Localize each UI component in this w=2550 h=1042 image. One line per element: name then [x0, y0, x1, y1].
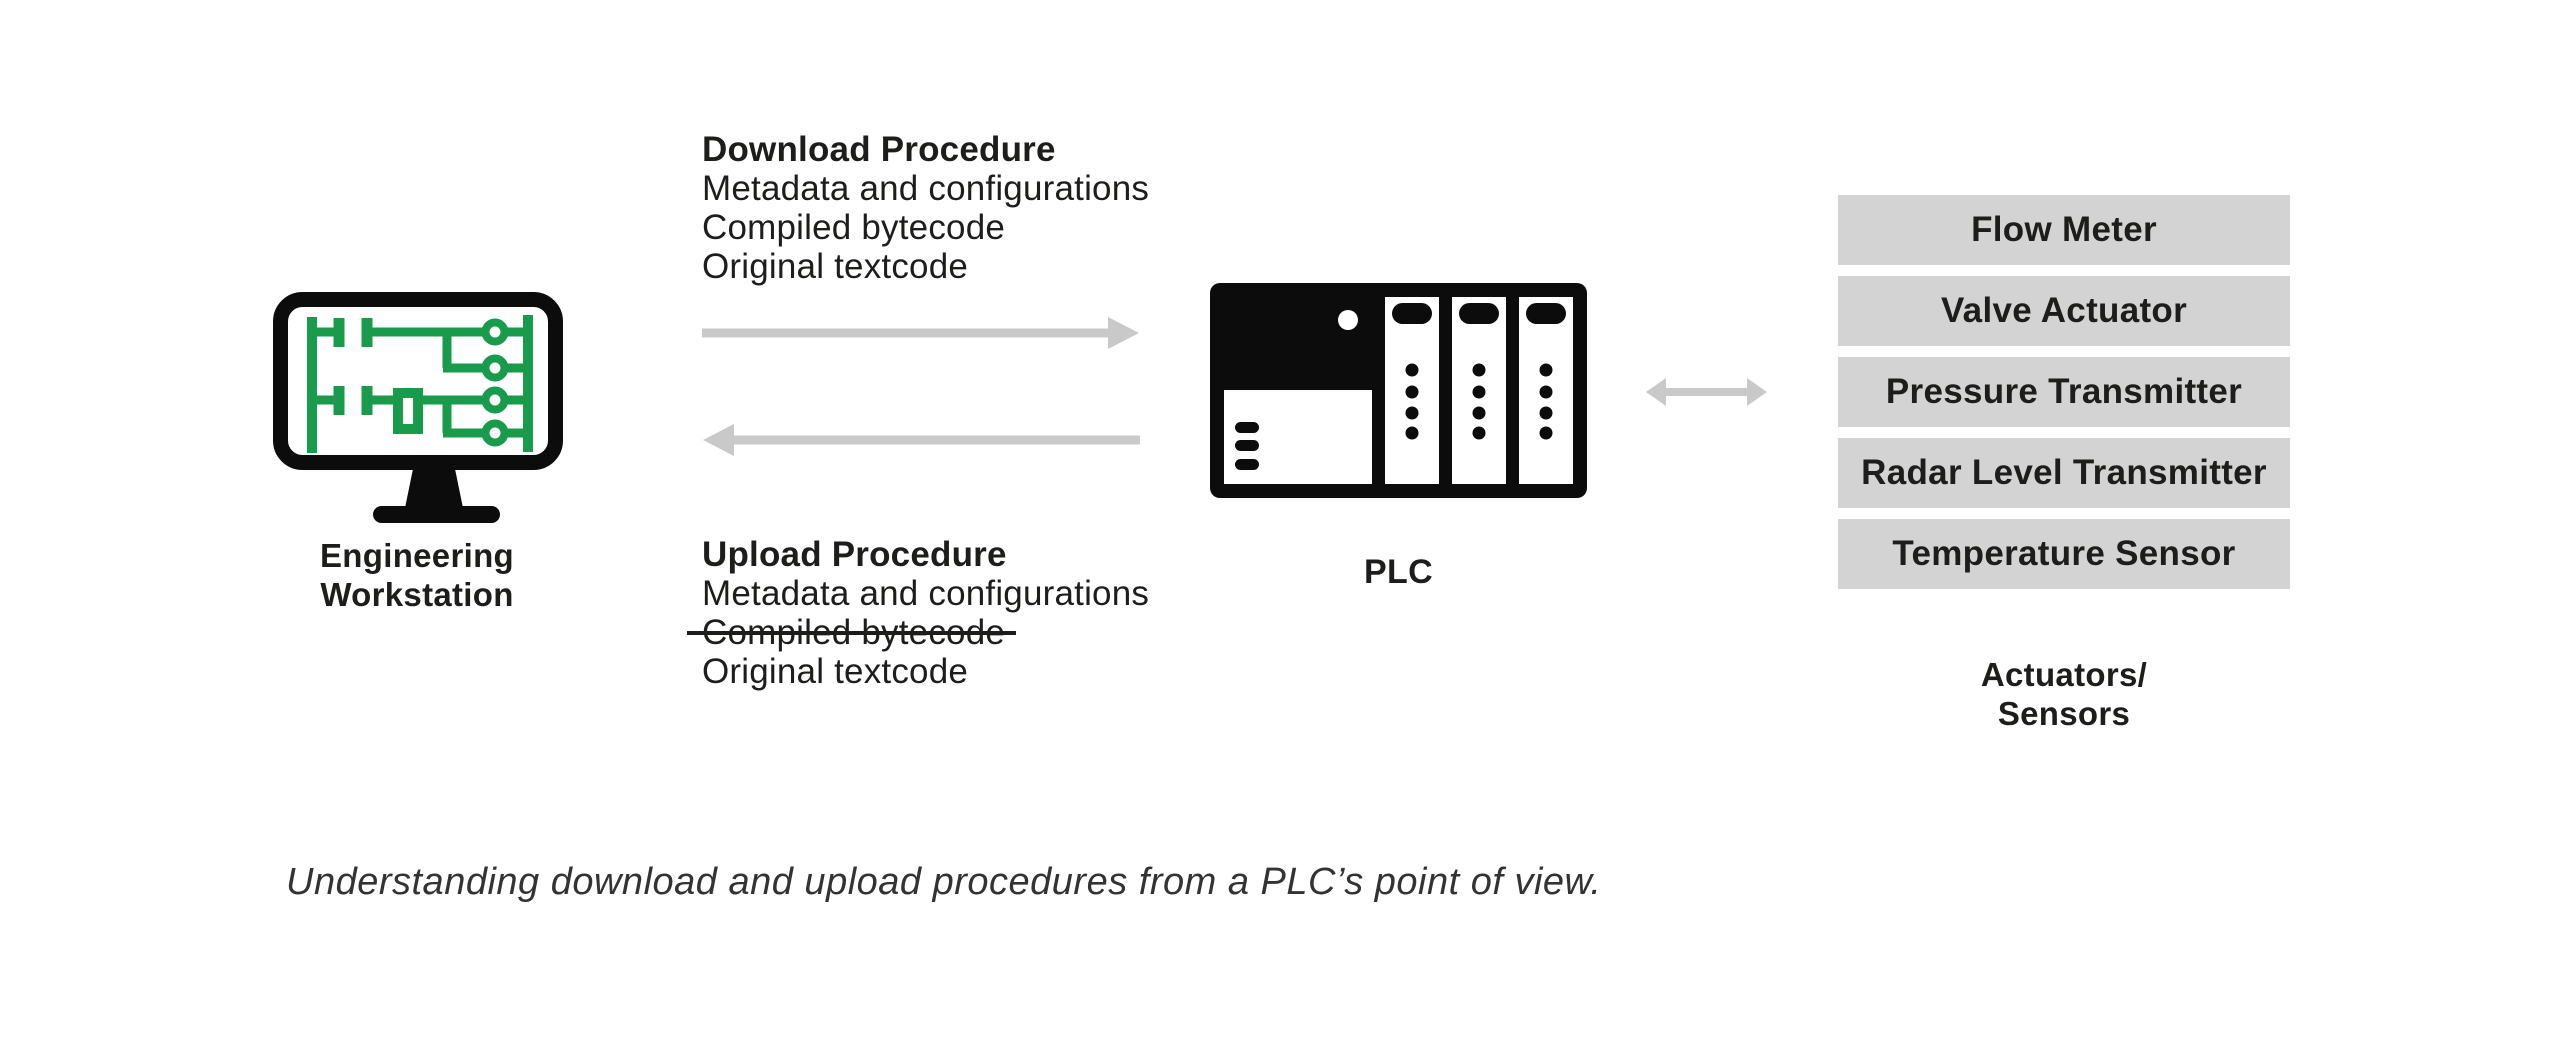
download-arrow-icon [702, 317, 1139, 349]
upload-item-struck: Compiled bytecode [686, 613, 1149, 652]
workstation-label-line2: Workstation [320, 576, 514, 613]
upload-procedure-title: Upload Procedure [702, 535, 1007, 574]
device-box-temperature-sensor: Temperature Sensor [1838, 519, 2290, 589]
monitor-frame [273, 292, 563, 470]
device-box-valve-actuator: Valve Actuator [1838, 276, 2290, 346]
upload-item: Original textcode [702, 652, 969, 691]
download-item: Compiled bytecode [702, 208, 1006, 247]
download-item: Original textcode [702, 247, 969, 286]
ladder-logic-icon [307, 315, 533, 453]
actuators-sensors-label: Actuators/ Sensors [1838, 655, 2290, 733]
strikethrough-text: Compiled bytecode [686, 613, 1017, 652]
upload-procedure-block: Upload Procedure Metadata and configurat… [686, 535, 1150, 691]
bidirectional-arrow-icon [1646, 378, 1767, 406]
workstation-label-line1: Engineering [320, 537, 514, 574]
workstation-label: Engineering Workstation [267, 536, 567, 614]
download-procedure-title: Download Procedure [702, 130, 1056, 169]
actuators-sensors-label-line1: Actuators/ [1980, 656, 2148, 693]
plc-status-light [1338, 310, 1358, 330]
upload-arrow-icon [703, 424, 1140, 456]
device-box-flow-meter: Flow Meter [1838, 195, 2290, 265]
download-procedure-block: Download Procedure Metadata and configur… [702, 130, 1149, 286]
device-box-radar-level-transmitter: Radar Level Transmitter [1838, 438, 2290, 508]
plc-vents [1235, 422, 1259, 470]
plc-io-modules [1385, 297, 1573, 484]
engineering-workstation-icon [273, 292, 563, 523]
figure-caption: Understanding download and upload proced… [286, 861, 1602, 903]
monitor-base [373, 506, 500, 523]
monitor-stand [405, 464, 463, 508]
device-list: Flow Meter Valve Actuator Pressure Trans… [1838, 195, 2290, 600]
download-item: Metadata and configurations [702, 169, 1150, 208]
upload-item: Metadata and configurations [702, 574, 1150, 613]
plc-label: PLC [1364, 553, 1433, 591]
actuators-sensors-label-line2: Sensors [1997, 695, 2131, 732]
plc-icon [1210, 283, 1587, 498]
device-box-pressure-transmitter: Pressure Transmitter [1838, 357, 2290, 427]
